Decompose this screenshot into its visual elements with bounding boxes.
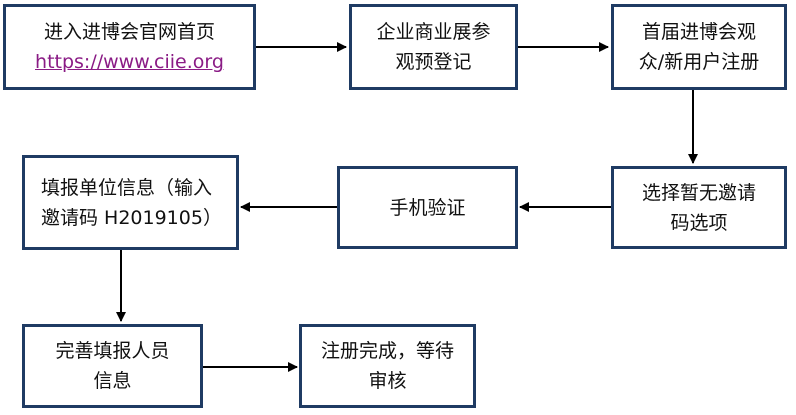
step-box-new-user-registration: 首届进博会观 众/新用户注册	[611, 4, 787, 90]
step-box-company-info: 填报单位信息（输入 邀请码 H2019105）	[22, 155, 239, 250]
step-box-phone-verification: 手机验证	[337, 166, 518, 249]
step-box-no-invitation-code: 选择暂无邀请 码选项	[611, 166, 787, 249]
step-label-line-1: 选择暂无邀请	[641, 181, 756, 204]
step-box-pre-registration: 企业商业展参 观预登记	[349, 4, 518, 90]
step-label-line-2: 信息	[93, 370, 132, 392]
ciie-website-link[interactable]: https://www.ciie.org	[35, 51, 224, 73]
step-box-personal-info: 完善填报人员 信息	[22, 324, 203, 408]
step-label-line-2: 码选项	[670, 211, 728, 234]
step-box-visit-website: 进入进博会官网首页 https://www.ciie.org	[3, 4, 256, 90]
step-label-line-1: 注册完成，等待	[320, 340, 454, 362]
step-label: 进入进博会官网首页	[43, 21, 215, 43]
step-label-line-1: 完善填报人员	[55, 340, 170, 362]
step-label-line-1: 填报单位信息（输入	[41, 176, 213, 199]
step-label-line-1: 企业商业展参	[376, 21, 491, 43]
step-label-line-2: 审核	[368, 370, 407, 392]
step-box-registration-complete: 注册完成，等待 审核	[299, 324, 476, 408]
step-label-line-1: 首届进博会观	[641, 21, 756, 43]
step-label: 手机验证	[389, 196, 466, 219]
step-label-line-2: 众/新用户注册	[638, 51, 760, 73]
step-label-line-2: 邀请码 H2019105）	[41, 206, 222, 229]
step-label-line-2: 观预登记	[395, 51, 472, 73]
